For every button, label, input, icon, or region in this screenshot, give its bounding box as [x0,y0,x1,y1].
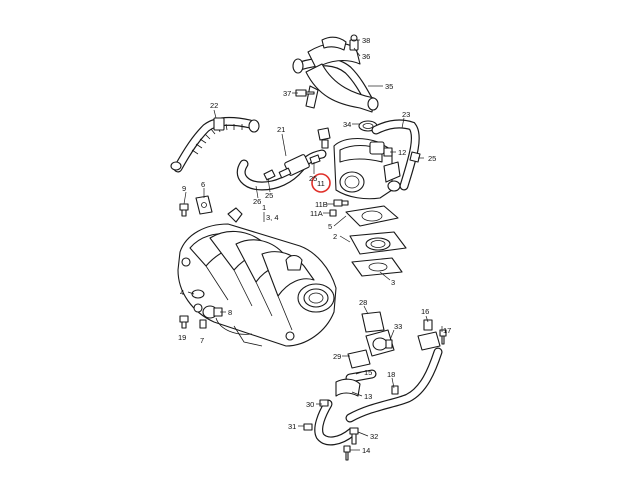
pipe-35 [292,36,379,113]
label-15: 15 [364,368,372,377]
bolt-14 [343,445,351,461]
bracket-28 [361,311,385,333]
bolt-7 [199,319,207,329]
pipe-15 [345,369,377,383]
label-31: 31 [288,422,296,431]
sensor-8 [202,305,223,319]
label-9: 9 [182,184,186,193]
bolt-9 [179,203,189,217]
label-11: 11 [317,179,325,188]
label-38: 38 [362,36,370,45]
label-25-right: 25 [428,154,436,163]
highlight-ring [311,173,331,193]
label-16: 16 [421,307,429,316]
hose-23 [371,119,420,191]
label-28: 28 [359,298,367,307]
screw-11a [329,209,337,217]
label-13: 13 [364,392,372,401]
gasket-5 [345,205,399,227]
hose-22 [170,116,260,173]
bolt-31 [303,423,313,431]
label-22: 22 [210,101,218,110]
label-1: 1 [262,203,266,212]
label-33: 33 [394,322,402,331]
label-37: 37 [283,89,291,98]
bracket-6 [195,195,213,215]
bolt-32 [349,427,359,445]
label-26: 26 [253,197,261,206]
label-25-hose: 25 [265,191,273,200]
bolt-17 [439,329,447,345]
hose-26 [236,149,327,191]
pipe-13 [314,378,361,446]
label-5: 5 [328,222,332,231]
label-11b: 11B [315,200,328,209]
bolt-19 [179,315,189,329]
clip-16 [423,319,433,331]
egr-valve-11 [333,137,401,200]
pipe-18 [345,331,443,423]
label-32: 32 [370,432,378,441]
clip-25-left [263,169,276,181]
connector-bracket [317,127,331,149]
label-3: 3 [391,278,395,287]
label-2: 2 [333,232,337,241]
clip-18 [391,385,399,395]
label-19: 19 [178,333,186,342]
label-8: 8 [228,308,232,317]
label-7: 7 [200,336,204,345]
part-labels: 38 36 35 37 34 22 23 21 12 25 25 25 9 6 … [178,36,451,455]
label-35: 35 [385,82,393,91]
clip-12 [383,147,393,157]
label-18: 18 [387,370,395,379]
bolt-33 [385,339,393,349]
label-6: 6 [201,180,205,189]
screw-11b [333,199,349,207]
gasket-3 [351,257,403,277]
hose-25-right [409,151,421,163]
label-34: 34 [343,120,351,129]
label-12: 12 [398,148,406,157]
leader-lines [183,39,443,451]
gasket-4 [191,289,205,299]
label-14: 14 [362,446,370,455]
label-21: 21 [277,125,285,134]
label-29: 29 [333,352,341,361]
label-30: 30 [306,400,314,409]
valve-21 [278,154,310,179]
label-23: 23 [402,110,410,119]
label-25-mid: 25 [309,174,317,183]
label-11a: 11A [310,209,323,218]
clip-25-mid [309,154,321,165]
bolt-30 [319,399,329,407]
label-36: 36 [362,52,370,61]
label-4: 4 [180,288,184,297]
flange-2 [349,231,407,255]
valve-29 [347,329,395,369]
label-3-4: 3, 4 [266,213,279,222]
label-17: 17 [443,326,451,335]
clip-38 [349,34,359,51]
